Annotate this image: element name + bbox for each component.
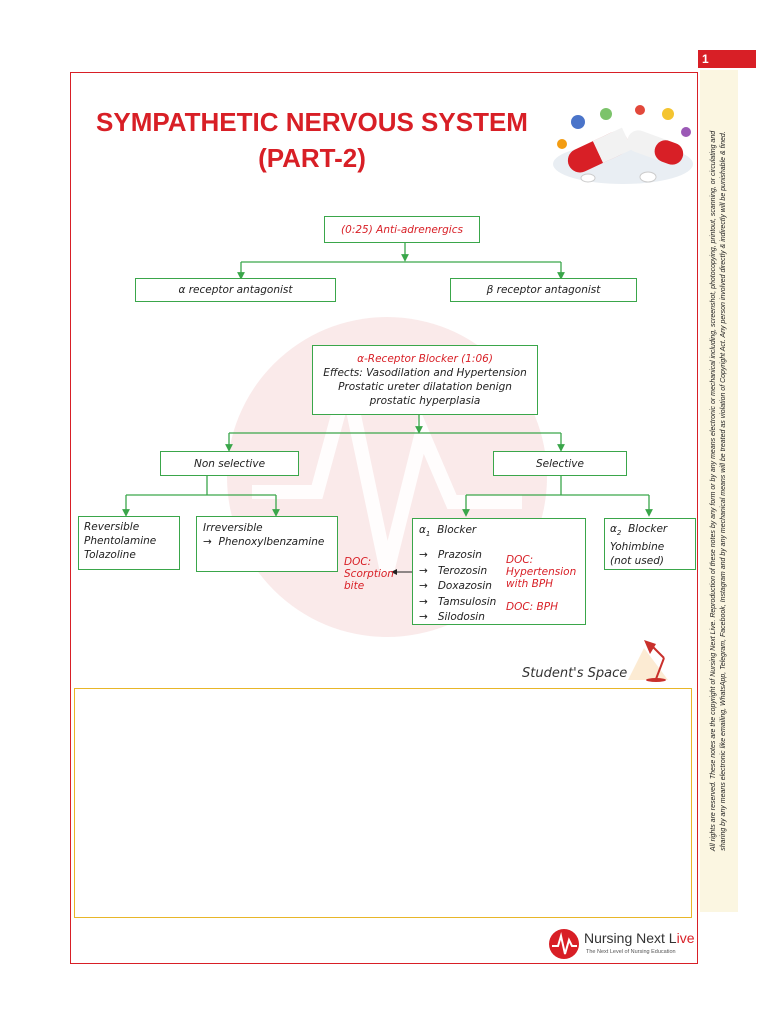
alpha1-blocker-word: Blocker [437,524,477,536]
doc-hypertension-line-1: DOC: [506,554,534,566]
arrow-icon: → [419,596,428,608]
arrow-icon: → [419,565,428,577]
page-number: 1 [698,50,756,68]
alpha-blocker-effects-3: prostatic hyperplasia [369,395,481,407]
irreversible-drug-row: → Phenoxylbenzamine [203,535,324,549]
logo-name: Nursing Next Live [584,930,695,946]
not-used-label: (not used) [610,555,664,568]
alpha2-blocker-title: α2 Blocker [610,522,667,540]
alpha2-blocker-word: Blocker [628,523,668,535]
doc-scorpion-note: DOC: Scorption bite [344,556,394,592]
alpha1-drug-2: → Terozosin [419,564,487,578]
doc-hypertension-line-3: with BPH [506,578,554,590]
desk-lamp-icon [628,640,668,682]
alpha1-drug-1: → Prazosin [419,548,482,562]
students-space-label: Student's Space [522,666,628,681]
alpha-receptor-blocker-box: α-Receptor Blocker (1:06) Effects: Vasod… [312,345,538,415]
phentolamine-label: Phentolamine [84,535,157,547]
reversible-border [78,516,180,570]
terozosin-label: Terozosin [437,565,488,577]
arrow-icon: → [419,580,428,592]
page-title: SYMPATHETIC NERVOUS SYSTEM (PART-2) [92,104,532,176]
tolazoline-label: Tolazoline [84,549,136,561]
alpha2-subscript: 2 [616,529,622,538]
doc-bph-note: DOC: BPH [506,601,558,613]
logo-tagline: The Next Level of Nursing Education [586,949,676,955]
non-selective-box: Non selective [160,451,299,476]
yohimbine-label: Yohimbine [610,541,665,554]
logo-name-main: Nursing Next L [584,930,677,946]
alpha-blocker-effects-2: Prostatic ureter dilatation benign [338,381,512,393]
prazosin-label: Prazosin [437,549,482,561]
alpha1-subscript: 1 [425,530,431,539]
alpha-blocker-title: α-Receptor Blocker (1:06) [357,353,493,365]
alpha-receptor-antagonist-box: α receptor antagonist [135,278,336,302]
doc-scorpion-line-1: DOC: [344,556,372,568]
silodosin-label: Silodosin [437,611,485,623]
page-frame [70,72,698,964]
arrow-icon: → [203,536,212,548]
alpha1-blocker-box: α1 Blocker [412,518,586,625]
alpha1-drug-5: → Silodosin [419,610,485,624]
arrow-icon: → [419,611,428,623]
irreversible-box: Irreversible → Phenoxylbenzamine [196,516,338,572]
reversible-box: Reversible Phentolamine Tolazoline [78,516,180,570]
alpha1-drug-3: → Doxazosin [419,579,492,593]
pills-image [553,105,693,184]
beta-receptor-antagonist-box: β receptor antagonist [450,278,637,302]
alpha-blocker-effects: Effects: Vasodilation and Hypertension [323,367,527,379]
nursing-next-live-logo-icon [549,929,579,959]
phenoxybenzamine-label: Phenoxylbenzamine [218,536,325,548]
alpha1-blocker-title: α1 Blocker [419,523,476,541]
arrow-icon: → [419,549,428,561]
logo-name-accent: ive [676,930,695,946]
title-line-2: (PART-2) [258,143,366,173]
selective-box: Selective [493,451,627,476]
irreversible-label: Irreversible [203,522,263,534]
alpha1-symbol: α [419,524,426,536]
doxazosin-label: Doxazosin [437,580,492,592]
doc-scorpion-line-2: Scorption [344,568,394,580]
doc-hypertension-line-2: Hypertension [506,566,577,578]
students-space-box[interactable] [74,688,692,918]
copyright-strip [700,70,738,912]
doc-hypertension-note: DOC: Hypertension with BPH [506,554,576,590]
alpha2-blocker-box: α2 Blocker Yohimbine (not used) [604,518,696,570]
doc-scorpion-line-3: bite [344,580,365,592]
anti-adrenergics-box: (0:25) Anti-adrenergics [324,216,480,243]
alpha1-drug-4: → Tamsulosin [419,595,496,609]
title-line-1: SYMPATHETIC NERVOUS SYSTEM [96,107,528,137]
alpha2-symbol: α [610,523,617,535]
tamsulosin-label: Tamsulosin [437,596,497,608]
reversible-label: Reversible [84,521,140,533]
